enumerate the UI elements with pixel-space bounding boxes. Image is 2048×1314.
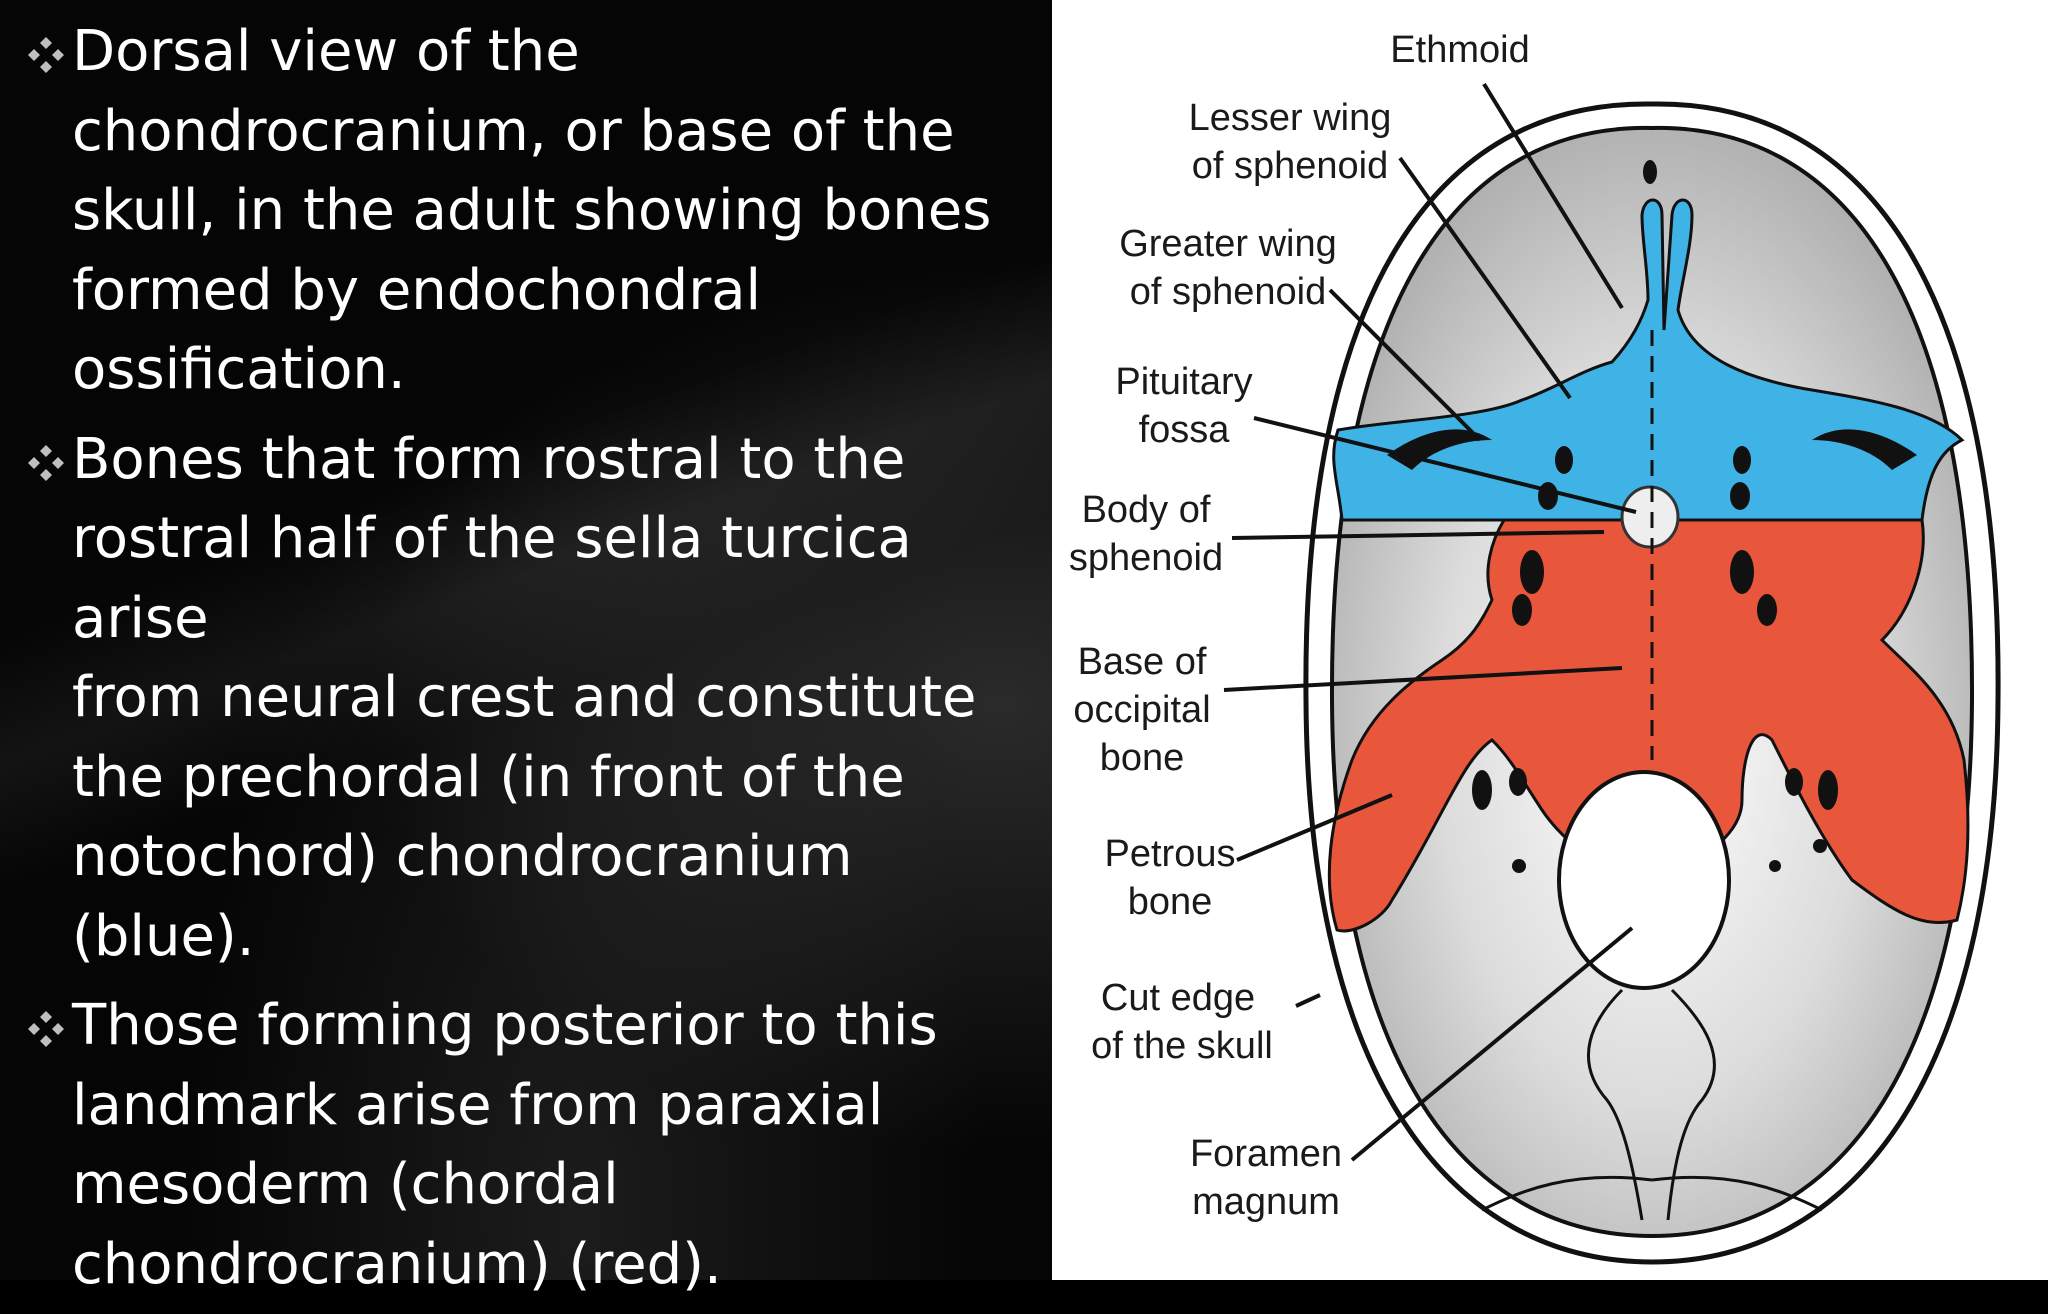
label-leader-lines bbox=[1223, 82, 1637, 1162]
pituitary-fossa-shape bbox=[1620, 485, 1680, 549]
label-body-of-sphenoid: Body of bbox=[1082, 489, 1211, 531]
bullet-list: Dorsal view of the chondrocranium, or ba… bbox=[20, 12, 1050, 1314]
label-greater-wing: Greater wing bbox=[1119, 223, 1337, 265]
posterior-fossa-lines bbox=[1481, 988, 1823, 1221]
label-petrous-bone: bone bbox=[1128, 881, 1213, 923]
bullet-line: skull, in the adult showing bones bbox=[72, 178, 992, 243]
foramen-magnum-shape bbox=[1557, 770, 1731, 990]
bullet-line: chondrocranium, or base of the bbox=[72, 98, 955, 164]
bullet-line: formed by endochondral bbox=[72, 257, 762, 323]
bullet-line: the prechordal (in front of the bbox=[72, 744, 905, 810]
label-body-of-sphenoid: sphenoid bbox=[1069, 537, 1223, 579]
label-pituitary-fossa: fossa bbox=[1139, 409, 1231, 451]
bullet-item: Those forming posterior to this landmark… bbox=[20, 986, 1050, 1304]
bullet-line: Those forming posterior to this bbox=[72, 993, 938, 1058]
bullet-line: Dorsal view of the bbox=[72, 19, 580, 84]
bullet-line: from neural crest and constitute bbox=[72, 665, 977, 730]
label-pituitary-fossa: Pituitary bbox=[1115, 361, 1252, 403]
foramina-marks bbox=[1387, 160, 1917, 873]
label-ethmoid: Ethmoid bbox=[1390, 29, 1529, 71]
bullet-line: rostral half of the sella turcica arise bbox=[72, 506, 912, 651]
label-petrous-bone: Petrous bbox=[1105, 833, 1236, 875]
diagram-labels: Ethmoid Lesser wing of sphenoid Greater … bbox=[1069, 29, 1530, 1223]
label-cut-edge: Cut edge bbox=[1101, 977, 1255, 1019]
label-lesser-wing: Lesser wing bbox=[1189, 97, 1392, 139]
bullet-line: Bones that form rostral to the bbox=[72, 426, 906, 492]
diamond-bullet-icon bbox=[28, 37, 64, 73]
bullet-item: Dorsal view of the chondrocranium, or ba… bbox=[20, 12, 1050, 410]
bullet-line: ossification. bbox=[72, 337, 406, 402]
label-base-of-occipital: Base of bbox=[1078, 641, 1207, 683]
bullet-line: landmark arise from paraxial bbox=[72, 1072, 884, 1138]
diamond-bullet-icon bbox=[28, 1011, 64, 1047]
bullet-line: notochord) chondrocranium (blue). bbox=[72, 824, 853, 969]
text-panel: Dorsal view of the chondrocranium, or ba… bbox=[0, 0, 1052, 1297]
label-foramen-magnum: Foramen bbox=[1190, 1133, 1342, 1175]
bullet-line: chondrocranium) (red). bbox=[72, 1231, 722, 1297]
label-greater-wing: of sphenoid bbox=[1130, 271, 1327, 313]
diagram-panel: Ethmoid Lesser wing of sphenoid Greater … bbox=[1052, 0, 2048, 1280]
diamond-bullet-icon bbox=[28, 444, 64, 481]
bullet-line: mesoderm (chordal bbox=[72, 1152, 619, 1217]
label-base-of-occipital: occipital bbox=[1073, 689, 1210, 731]
skull-base-diagram: Ethmoid Lesser wing of sphenoid Greater … bbox=[1069, 29, 2001, 1265]
label-foramen-magnum: magnum bbox=[1192, 1181, 1340, 1223]
label-cut-edge: of the skull bbox=[1091, 1025, 1273, 1067]
label-lesser-wing: of sphenoid bbox=[1192, 145, 1389, 187]
bullet-item: Bones that form rostral to the rostral h… bbox=[20, 420, 1050, 977]
label-base-of-occipital: bone bbox=[1100, 737, 1185, 779]
